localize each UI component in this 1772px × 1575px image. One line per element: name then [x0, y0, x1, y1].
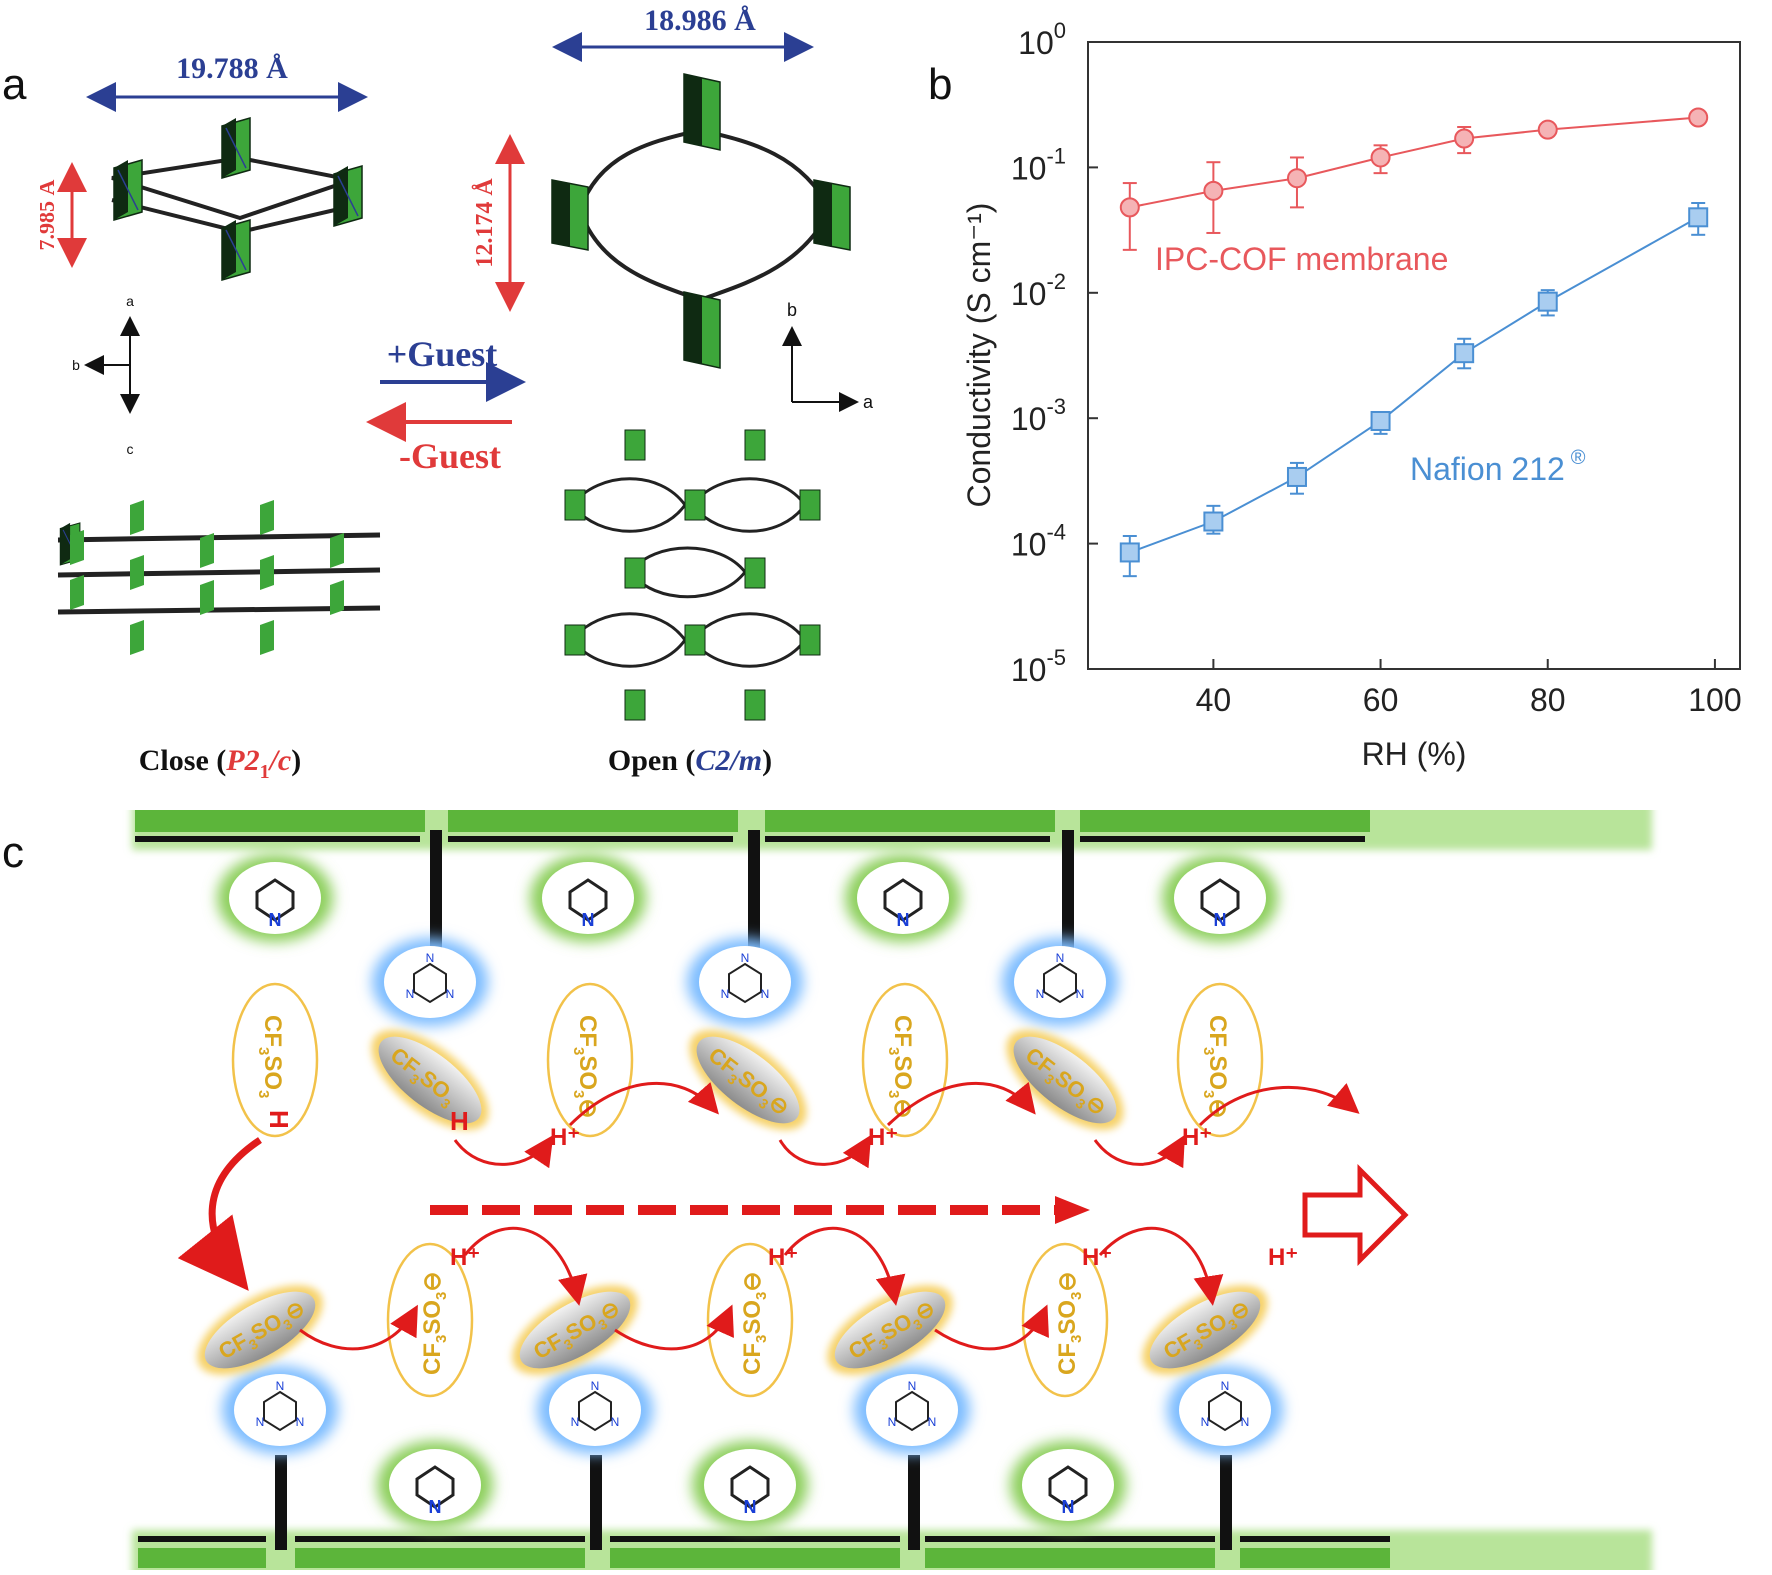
open-height-label: 12.174 Å — [472, 178, 498, 268]
svg-text:H⁺: H⁺ — [1182, 1124, 1212, 1151]
svg-text:H⁺: H⁺ — [868, 1124, 898, 1151]
svg-text:CF3SO3⊖: CF3SO3⊖ — [739, 1272, 770, 1375]
piperidine-top-3 — [845, 854, 961, 942]
svg-text:b: b — [787, 300, 797, 320]
piperidine-bottom-3 — [1010, 1441, 1126, 1529]
data-point — [1370, 410, 1391, 431]
data-point — [1119, 197, 1140, 218]
plot-frame — [1087, 41, 1741, 670]
triazine-bottom-1 — [222, 1366, 338, 1454]
y-axis-label: Conductivity (S cm⁻¹) — [961, 203, 997, 508]
data-point — [1203, 180, 1224, 201]
data-point — [1537, 119, 1558, 140]
protons: H⁺ H⁺ H⁺ H⁺ H⁺ H⁺ H⁺ — [450, 1124, 1298, 1271]
svg-text:a: a — [126, 293, 134, 309]
bottom-bars — [132, 1530, 1652, 1570]
legend-ipc-cof: IPC-COF membrane — [1155, 241, 1448, 277]
y-tick-label: 10-3 — [1011, 394, 1066, 437]
svg-text:H⁺: H⁺ — [1268, 1244, 1298, 1271]
svg-text:H⁺: H⁺ — [450, 1244, 480, 1271]
open-lattice — [564, 429, 821, 721]
x-tick-label: 60 — [1363, 682, 1399, 718]
close-stack — [57, 522, 381, 615]
add-guest-label: +Guest — [387, 334, 498, 374]
triazine-top-3 — [1002, 938, 1118, 1026]
top-bars — [132, 810, 1652, 850]
piperidine-bottom-2 — [692, 1441, 808, 1529]
descent-arrow — [177, 1137, 262, 1291]
svg-text:c: c — [127, 441, 134, 457]
piperidine-bottom-1 — [377, 1441, 493, 1529]
anion-gray-bottom-1: CF3SO3⊖ — [183, 1267, 336, 1392]
x-tick-label: 40 — [1196, 682, 1232, 718]
triazine-bottom-3 — [854, 1366, 970, 1454]
panel-c-label: c — [2, 828, 24, 877]
svg-text:a: a — [863, 392, 874, 412]
x-tick-label: 80 — [1530, 682, 1566, 718]
piperidine-top-1 — [217, 854, 333, 942]
y-tick-label: 10-1 — [1011, 143, 1066, 186]
hbond-h-1: H — [264, 1110, 294, 1129]
y-tick-label: 100 — [1018, 18, 1066, 61]
svg-text:CF3SO3⊖: CF3SO3⊖ — [885, 1015, 916, 1118]
triazine-top-2 — [687, 938, 803, 1026]
anion-gray-top-1: CF3SO3 — [355, 1012, 505, 1149]
data-point — [1203, 511, 1224, 532]
triazine-bottom-2 — [537, 1366, 653, 1454]
data-point — [1688, 207, 1709, 228]
y-tick-label: 10-4 — [1011, 520, 1066, 563]
close-phase-label: Close (P21/c) — [139, 744, 301, 783]
svg-text:CF3SO3⊖: CF3SO3⊖ — [1054, 1272, 1085, 1375]
svg-text:CF3SO3⊖: CF3SO3⊖ — [419, 1272, 450, 1375]
data-point — [1119, 542, 1140, 563]
triazine-top-1 — [372, 938, 488, 1026]
transport-arrow-head — [1055, 1196, 1090, 1224]
remove-guest-label: -Guest — [399, 436, 501, 476]
close-height-label: 7.985 Å — [40, 179, 59, 250]
panel-c-mechanism: N N N N — [132, 810, 1652, 1570]
anion-gray-bottom-4: CF3SO3⊖ — [1128, 1267, 1281, 1392]
anion-gray-bottom-2: CF3SO3⊖ — [498, 1267, 651, 1392]
x-tick-label: 100 — [1688, 682, 1741, 718]
svg-text:H⁺: H⁺ — [550, 1124, 580, 1151]
close-pore — [111, 117, 363, 281]
anion-labels: CF3SO3 CF3SO3⊖ CF3SO3⊖ CF3SO3⊖ CF3SO3⊖ C… — [255, 1015, 1231, 1375]
data-point — [1537, 291, 1558, 312]
triazine-bottom-4 — [1167, 1366, 1283, 1454]
y-tick-label: 10-5 — [1011, 645, 1066, 688]
svg-text:H⁺: H⁺ — [768, 1244, 798, 1271]
direction-hollow-arrow — [1302, 1163, 1409, 1267]
axes-right: b a — [782, 300, 874, 412]
open-phase-label: Open (C2/m) — [608, 744, 772, 777]
piperidine-top-4 — [1162, 854, 1278, 942]
data-point — [1454, 128, 1475, 149]
axes-left: a b c — [72, 293, 140, 457]
pillars — [275, 830, 1232, 1550]
svg-text:b: b — [72, 357, 80, 373]
data-point — [1370, 147, 1391, 168]
y-tick-label: 10-2 — [1011, 269, 1066, 312]
anion-gray-top-3: CF3SO3⊖ — [990, 1012, 1140, 1149]
data-point — [1688, 107, 1709, 128]
close-width-label: 19.788 Å — [176, 52, 288, 85]
open-pore — [551, 73, 851, 369]
panel-a: 19.788 Å 7.985 Å a b c — [40, 4, 874, 783]
data-point — [1454, 343, 1475, 364]
open-width-label: 18.986 Å — [644, 4, 756, 37]
panel-b-label: b — [928, 60, 953, 109]
anion-gray-top-2: CF3SO3⊖ — [673, 1012, 823, 1149]
hbond-h-2: H — [450, 1106, 469, 1136]
close-stack-nodes — [70, 500, 344, 655]
data-point — [1286, 168, 1307, 189]
piperidine-top-2 — [530, 854, 646, 942]
data-point — [1286, 466, 1307, 487]
legend-nafion: Nafion 212® — [1410, 447, 1586, 487]
hop-arrows — [299, 1081, 1360, 1351]
svg-text:CF3SO3: CF3SO3 — [255, 1015, 286, 1098]
panel-a-label: a — [2, 60, 27, 109]
anion-gray-bottom-3: CF3SO3⊖ — [813, 1267, 966, 1392]
x-axis-label: RH (%) — [1362, 736, 1467, 772]
